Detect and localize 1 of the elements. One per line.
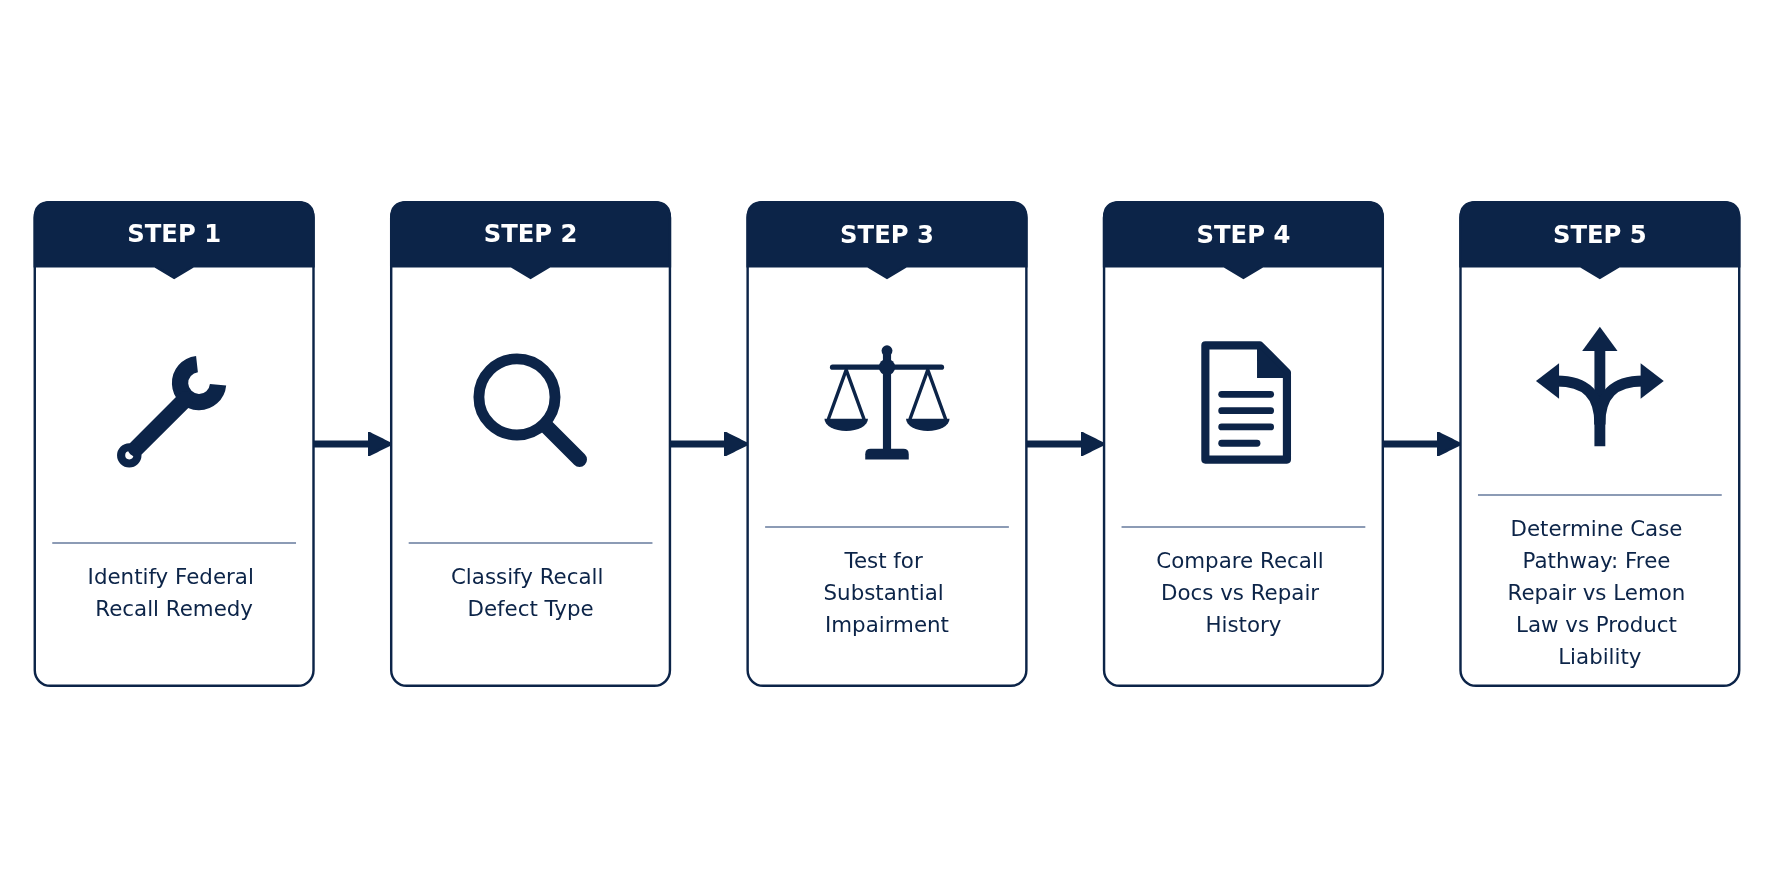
arrow [1026, 430, 1106, 457]
